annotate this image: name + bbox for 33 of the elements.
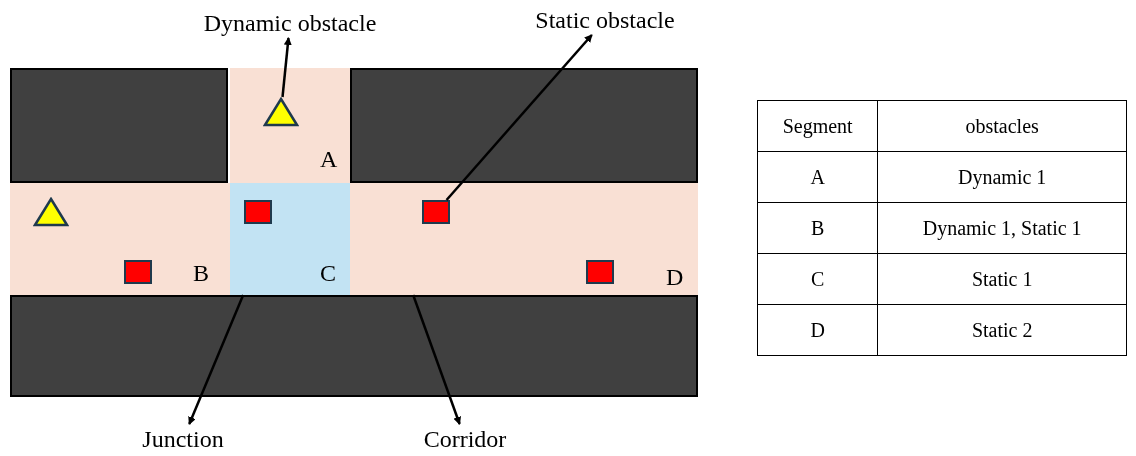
table-cell: Static 2 — [877, 304, 1127, 356]
table-cell: C — [757, 253, 878, 305]
table-cell: B — [757, 202, 878, 254]
table-header-cell: Segment — [757, 100, 878, 152]
segment-label: D — [666, 264, 684, 291]
square-marker — [244, 200, 272, 224]
wall-block — [10, 295, 698, 397]
callout-label: Static obstacle — [510, 5, 700, 35]
segment-label: B — [193, 260, 209, 287]
leader-line — [445, 34, 593, 201]
corridor-segment — [230, 68, 350, 183]
wall-block — [350, 68, 698, 183]
square-marker — [586, 260, 614, 284]
leader-line — [281, 37, 292, 98]
table-cell: Static 1 — [877, 253, 1127, 305]
triangle-marker — [33, 197, 69, 227]
square-marker — [422, 200, 450, 224]
callout-label: Junction — [128, 424, 238, 454]
wall-block — [10, 68, 228, 183]
corridor-segment — [10, 183, 230, 295]
table-cell: D — [757, 304, 878, 356]
table-cell: Dynamic 1 — [877, 151, 1127, 203]
segment-label: C — [320, 260, 336, 287]
callout-label: Corridor — [410, 424, 520, 454]
triangle-marker — [263, 97, 299, 127]
corridor-segment — [230, 183, 350, 295]
square-marker — [124, 260, 152, 284]
table-cell: A — [757, 151, 878, 203]
table-cell: Dynamic 1, Static 1 — [877, 202, 1127, 254]
segment-label: A — [320, 146, 338, 173]
table-header-cell: obstacles — [877, 100, 1127, 152]
callout-label: Dynamic obstacle — [195, 8, 385, 38]
corridor-segment — [350, 183, 698, 295]
